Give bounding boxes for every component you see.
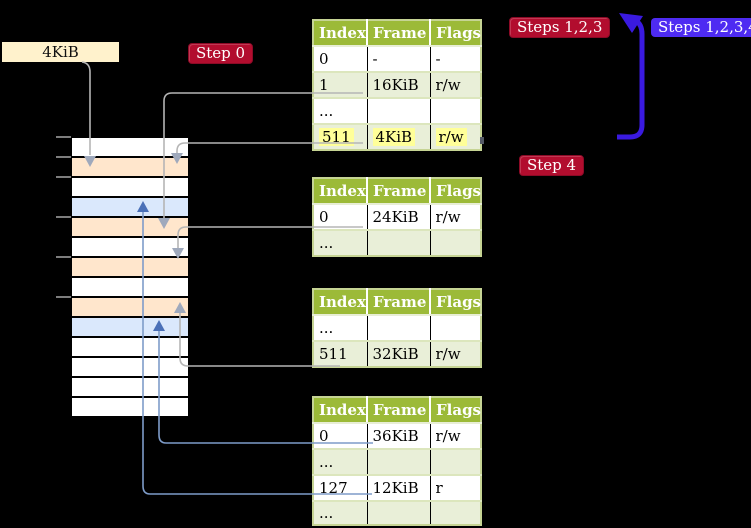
flags-cell <box>430 97 481 124</box>
frame-cell <box>367 448 431 475</box>
frame-cell: 4KiB <box>367 123 431 150</box>
memory-frame-row <box>71 237 189 257</box>
index-header: Index <box>313 178 368 205</box>
index-cell: 511 <box>313 123 368 150</box>
frame-cell <box>367 315 431 341</box>
memory-frame-row <box>71 177 189 197</box>
table-header-row: Index Frame Flags <box>313 178 481 205</box>
memory-frame-row <box>71 397 189 417</box>
flags-cell: r/w <box>430 123 481 150</box>
flags-header: Flags <box>430 20 481 47</box>
index-cell: 1 <box>313 71 368 98</box>
flags-cell: r/w <box>430 71 481 98</box>
page-table-4: Index Frame Flags 0 36KiB r/w ... 127 12… <box>312 396 482 526</box>
flags-cell: - <box>435 50 441 68</box>
frame-cell: 32KiB <box>367 340 431 367</box>
frame-cell <box>367 229 431 256</box>
memory-frame-row <box>71 277 189 297</box>
table-header-row: Index Frame Flags <box>313 20 481 47</box>
memory-tick <box>56 136 71 138</box>
table-row: ... <box>313 229 481 256</box>
flags-cell <box>430 315 481 341</box>
index-header: Index <box>313 397 368 424</box>
table-row: ... <box>313 500 481 525</box>
table-row: 511 32KiB r/w <box>313 340 481 367</box>
page-table-2: Index Frame Flags 0 24KiB r/w ... <box>312 177 482 257</box>
index-cell: 0 <box>313 204 368 230</box>
table-header-row: Index Frame Flags <box>313 397 481 424</box>
memory-tick <box>56 216 71 218</box>
memory-tick <box>56 256 71 258</box>
page-table-3: Index Frame Flags ... 511 32KiB r/w <box>312 288 482 368</box>
flags-cell: r/w <box>430 340 481 367</box>
index-cell: 0 <box>313 423 368 449</box>
frame-header: Frame <box>367 178 431 205</box>
frame-header: Frame <box>367 289 431 316</box>
table-row: 127 12KiB r <box>313 474 481 501</box>
memory-strip <box>71 137 189 417</box>
flags-cell <box>430 500 481 525</box>
index-cell: ... <box>313 500 368 525</box>
frame-cell: 12KiB <box>367 474 431 501</box>
flags-header: Flags <box>430 289 481 316</box>
frame-cell: 24KiB <box>367 204 431 230</box>
index-header: Index <box>313 20 368 47</box>
memory-frame-row <box>71 217 189 237</box>
index-cell: ... <box>313 97 368 124</box>
flags-header: Flags <box>430 397 481 424</box>
index-cell: 0 <box>313 46 368 72</box>
steps-1-2-3-4-badge: Steps 1,2,3,4 <box>651 18 751 37</box>
loop-arrow <box>617 17 645 140</box>
highlight: 511 <box>319 128 354 146</box>
loop-arrowhead-icon <box>619 13 643 33</box>
memory-tick <box>56 156 71 158</box>
flags-cell <box>430 448 481 475</box>
table-row: ... <box>313 448 481 475</box>
memory-frame-row <box>71 377 189 397</box>
frame-cell: - <box>367 46 431 72</box>
table-row: 0 24KiB r/w <box>313 204 481 230</box>
memory-frame-row <box>71 257 189 277</box>
index-cell: ... <box>313 448 368 475</box>
flags-header: Flags <box>430 178 481 205</box>
memory-frame-row <box>71 297 189 317</box>
frame-size-label: 4KiB <box>2 42 119 62</box>
index-header: Index <box>313 289 368 316</box>
flags-cell: r/w <box>435 427 461 445</box>
page-table-1: Index Frame Flags 0 - - 1 16KiB r/w ... … <box>312 19 482 151</box>
flags-cell: r <box>430 474 481 501</box>
frame-cell <box>367 500 431 525</box>
frame-cell: 36KiB <box>367 423 431 449</box>
memory-tick <box>56 176 71 178</box>
frame-cell: 16KiB <box>367 71 431 98</box>
index-cell: ... <box>313 229 368 256</box>
index-cell: 511 <box>313 340 368 367</box>
table-row: 1 16KiB r/w <box>313 71 481 98</box>
memory-frame-row <box>71 157 189 177</box>
memory-frame-row <box>71 317 189 337</box>
index-cell: ... <box>313 315 368 341</box>
flags-cell: r/w <box>435 208 461 226</box>
memory-frame-row <box>71 357 189 377</box>
memory-frame-row <box>71 137 189 157</box>
index-cell: 127 <box>313 474 368 501</box>
table-row: ... <box>313 315 481 341</box>
steps-1-2-3-badge: Steps 1,2,3 <box>509 17 611 38</box>
table-row: 0 - - <box>313 46 481 72</box>
step-0-badge: Step 0 <box>188 43 254 64</box>
memory-tick <box>56 296 71 298</box>
highlight: r/w <box>435 128 467 146</box>
table-row-highlighted: 511 4KiB r/w <box>313 123 481 150</box>
table-row: ... <box>313 97 481 124</box>
memory-frame-row <box>71 197 189 217</box>
table-header-row: Index Frame Flags <box>313 289 481 316</box>
step-4-badge: Step 4 <box>519 155 585 176</box>
table-row: 0 36KiB r/w <box>313 423 481 449</box>
memory-frame-row <box>71 337 189 357</box>
highlight: 4KiB <box>372 128 416 146</box>
frame-header: Frame <box>367 397 431 424</box>
flags-cell <box>430 229 481 256</box>
frame-header: Frame <box>367 20 431 47</box>
frame-cell <box>367 97 431 124</box>
